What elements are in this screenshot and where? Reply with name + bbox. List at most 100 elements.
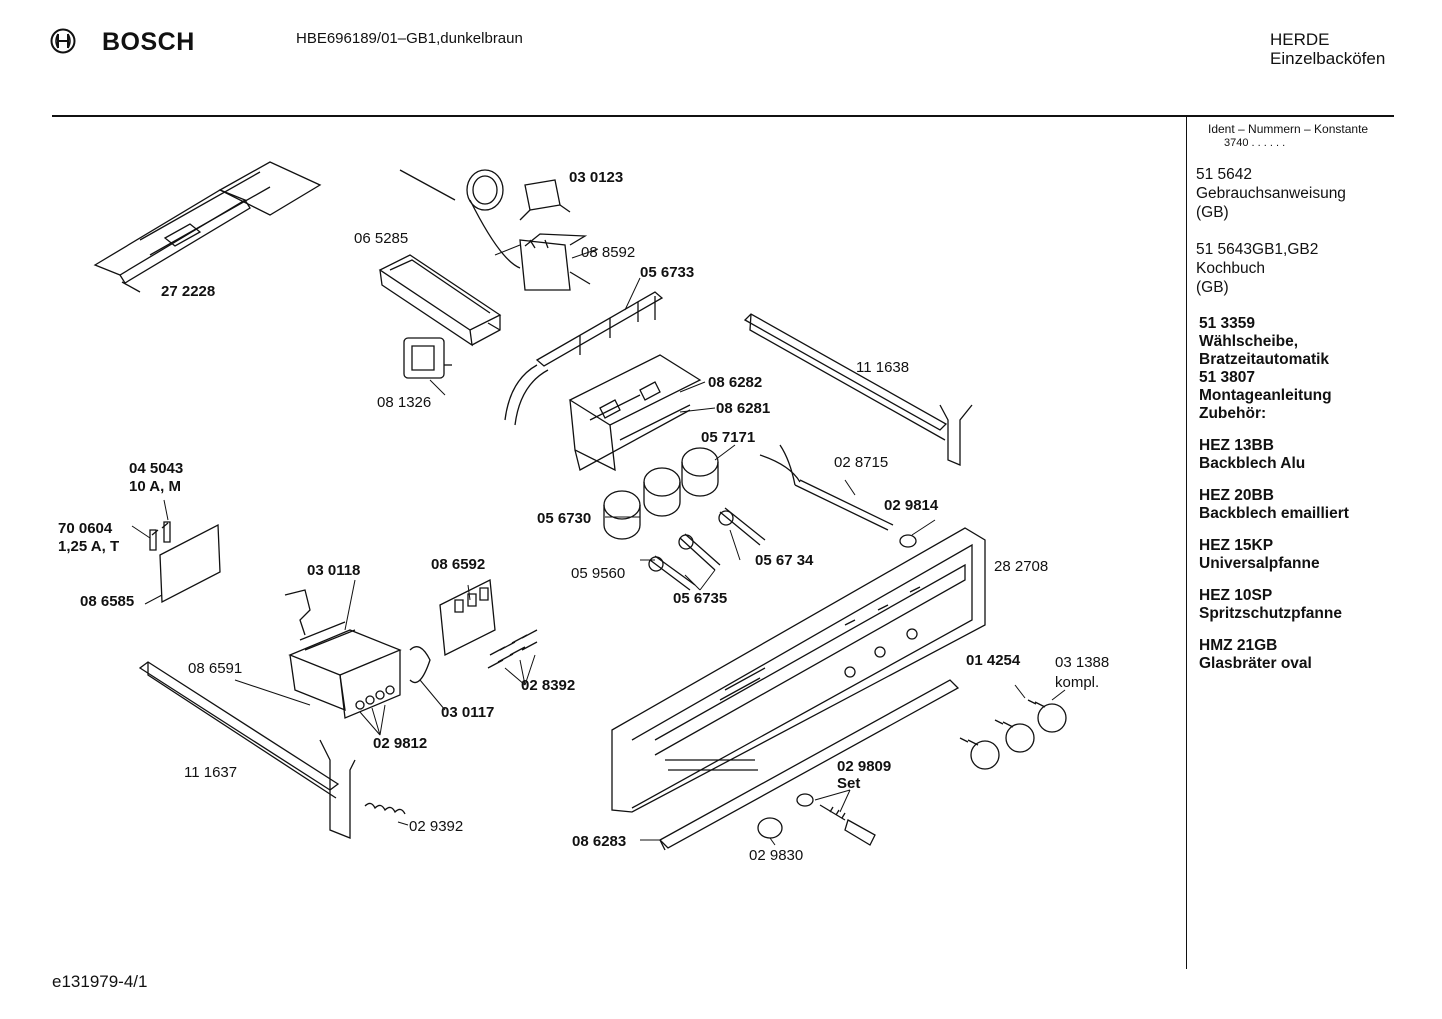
part-label-029814: 02 9814: [884, 497, 939, 514]
part-label-031388: 03 1388: [1055, 654, 1110, 671]
part-label-086592: 08 6592: [431, 556, 486, 573]
trim-strip-drawing: [660, 680, 958, 850]
sidebar-entry-line: Spritzschutzpfanne: [1199, 605, 1342, 622]
oven-rail-drawing: [95, 162, 320, 292]
part-label-014254: 01 4254: [966, 652, 1021, 669]
model-number: HBE696189/01–GB1,dunkelbraun: [296, 30, 523, 47]
part-label-282708: 28 2708: [994, 558, 1049, 575]
fuses-drawing: [488, 630, 537, 668]
category-line2: Einzelbacköfen: [1270, 49, 1386, 68]
sidebar-entry-line: 51 3807: [1199, 369, 1256, 386]
part-label-029809: 02 9809: [837, 758, 892, 775]
oven-knobs-drawing: [960, 700, 1066, 769]
part-label-028392: 02 8392: [521, 677, 576, 694]
rod-drawing: [760, 445, 916, 547]
shafts-drawing: [649, 508, 765, 590]
part-label-056734: 05 67 34: [755, 552, 814, 569]
category: HERDE Einzelbacköfen: [1270, 30, 1385, 68]
part-label-086281: 08 6281: [716, 400, 771, 417]
header-divider: [52, 115, 1394, 117]
part-label-111637: 11 1637: [184, 764, 238, 781]
cap-drawing: [758, 818, 782, 838]
sidebar-entry-line: 51 5642: [1196, 166, 1253, 183]
pcb-right-drawing: [410, 580, 495, 683]
part-label-056730: 05 6730: [537, 510, 592, 527]
right-rail-drawing: [745, 314, 972, 465]
sidebar-entry-line: HMZ 21GB: [1199, 637, 1278, 654]
part-label-045043: 04 5043: [129, 460, 184, 477]
sidebar-entry-line: 51 3359: [1199, 315, 1256, 332]
category-line1: HERDE: [1270, 30, 1330, 49]
sidebar-entry-line: Glasbräter oval: [1199, 655, 1312, 672]
left-rail-drawing: [140, 662, 355, 838]
sidebar-entry-line: Zubehör:: [1199, 405, 1267, 422]
thermostat-drawing: [400, 170, 590, 290]
part-label-030123: 03 0123: [569, 169, 624, 186]
part-label-028715: 02 8715: [834, 454, 889, 471]
konstante-value: 3740 . . . . . .: [1224, 137, 1286, 149]
part-label-086283: 08 6283: [572, 833, 627, 850]
sidebar-entry-line: Gebrauchsanweisung: [1196, 185, 1346, 202]
part-label-272228: 27 2228: [161, 283, 216, 300]
part-label-086282: 08 6282: [708, 374, 763, 391]
leader-lines: [132, 245, 1065, 845]
part-label-700604-rating: 1,25 A, T: [58, 538, 120, 555]
selector-switch-drawing: [404, 338, 452, 378]
part-label-086591: 08 6591: [188, 660, 243, 677]
part-label-029830: 02 9830: [749, 847, 804, 864]
sidebar-entry-line: HEZ 10SP: [1199, 587, 1273, 604]
part-label-057171: 05 7171: [701, 429, 756, 446]
sidebar-entry-line: Backblech Alu: [1199, 455, 1306, 472]
part-label-056735: 05 6735: [673, 590, 728, 607]
part-label-086585: 08 6585: [80, 593, 135, 610]
sidebar-entry-line: Bratzeitautomatik: [1199, 351, 1330, 368]
part-label-111638: 11 1638: [856, 359, 910, 376]
sidebar-entry-line: Kochbuch: [1196, 260, 1265, 277]
part-label-031388-note: kompl.: [1055, 674, 1100, 691]
sidebar-entry-line: HEZ 20BB: [1199, 487, 1274, 504]
sidebar-entry-line: Universalpfanne: [1199, 555, 1320, 572]
part-label-700604: 70 0604: [58, 520, 113, 537]
relay-block-drawing: [285, 590, 400, 718]
sidebar-entry-line: (GB): [1196, 279, 1229, 296]
spring-set-drawing: [797, 794, 875, 845]
sidebar-entry-line: HEZ 13BB: [1199, 437, 1274, 454]
part-label-059560: 05 9560: [571, 565, 626, 582]
part-label-088592: 08 8592: [581, 244, 636, 261]
spring-drawing: [365, 803, 405, 814]
sidebar-entry-line: Backblech emailliert: [1199, 505, 1349, 522]
part-label-030118: 03 0118: [307, 562, 361, 579]
lamp-bar-drawing: [505, 292, 662, 425]
sidebar-entry-line: 51 5643GB1,GB2: [1196, 241, 1319, 258]
part-label-065285: 06 5285: [354, 230, 409, 247]
parts-sidebar: Ident – Nummern – Konstante 3740 . . . .…: [1196, 122, 1436, 687]
sidebar-entry-line: (GB): [1196, 204, 1229, 221]
exploded-parts-diagram: [0, 0, 1186, 1019]
sidebar-entry-line: HEZ 15KP: [1199, 537, 1274, 554]
bosch-logo-icon: [50, 28, 76, 54]
sidebar-entry-line: Montageanleitung: [1199, 387, 1332, 404]
part-label-029809-note: Set: [837, 775, 861, 792]
front-panel-drawing: [612, 528, 985, 812]
switch-drawing: [520, 180, 570, 220]
sidebar-entry-line: Wählscheibe,: [1199, 333, 1299, 350]
pcb-left-drawing: [150, 522, 220, 602]
sidebar-divider: [1186, 117, 1187, 969]
brand-name: BOSCH: [102, 28, 195, 56]
drawing-code: e131979-4/1: [52, 972, 148, 991]
part-label-056733: 05 6733: [640, 264, 695, 281]
lamp-cover-drawing: [380, 255, 500, 345]
part-label-030117: 03 0117: [441, 704, 495, 721]
part-label-081326: 08 1326: [377, 394, 432, 411]
control-knobs-drawing: [604, 448, 718, 539]
ident-label: Ident – Nummern – Konstante: [1208, 122, 1369, 136]
